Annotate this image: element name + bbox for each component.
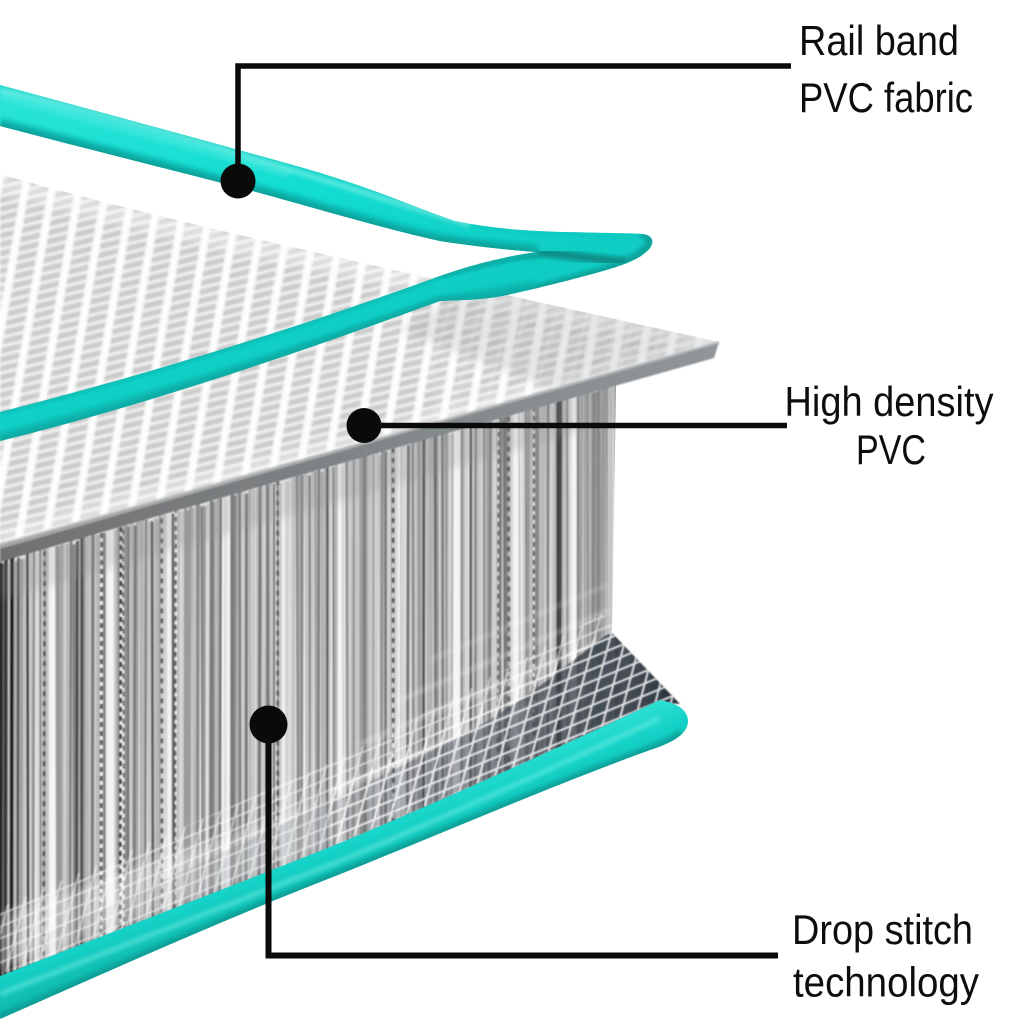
svg-text:Drop stitch: Drop stitch	[792, 906, 973, 953]
svg-text:PVC: PVC	[856, 426, 926, 473]
svg-text:PVC fabric: PVC fabric	[799, 74, 973, 121]
svg-text:technology: technology	[793, 959, 979, 1006]
svg-text:Rail band: Rail band	[799, 17, 959, 64]
svg-text:High density: High density	[785, 378, 994, 425]
